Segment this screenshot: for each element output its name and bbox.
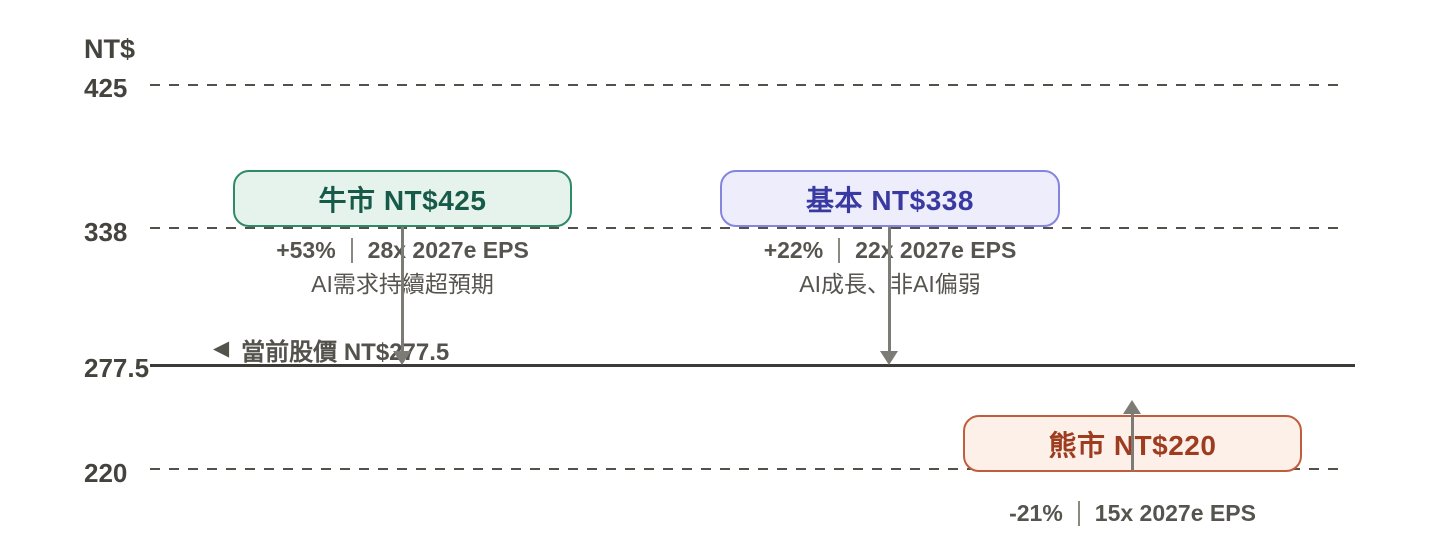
bear-arrow-shaft: [1131, 412, 1134, 471]
base-valuation: 22x 2027e EPS: [855, 236, 1017, 263]
bull-arrow-down-icon: [393, 351, 411, 365]
base-scenario-title: 基本 NT$338: [806, 184, 974, 216]
stat-divider: [838, 237, 841, 263]
y-tick-425: 425: [84, 73, 128, 103]
base-scenario-stats: +22% 22x 2027e EPS: [720, 236, 1060, 264]
dashed-level-line-338: [150, 227, 1347, 229]
stat-divider: [1077, 500, 1080, 526]
left-triangle-icon: ◀: [213, 337, 230, 360]
base-scenario-box: 基本 NT$338: [720, 170, 1060, 227]
bull-change-pct: +53%: [276, 236, 336, 263]
base-arrow-shaft: [888, 227, 891, 353]
stat-divider: [350, 237, 353, 263]
current-price-line: [150, 364, 1355, 367]
current-price-text: 當前股價 NT$277.5: [241, 338, 450, 366]
dashed-level-line-220: [150, 468, 1347, 470]
bull-scenario-stats: +53% 28x 2027e EPS: [233, 236, 572, 264]
bear-change-pct: -21%: [1009, 499, 1063, 526]
base-change-pct: +22%: [763, 236, 824, 263]
y-tick-277-5: 277.5: [84, 353, 150, 383]
bear-arrow-up-icon: [1123, 400, 1141, 414]
bear-valuation: 15x 2027e EPS: [1094, 499, 1256, 526]
dashed-level-line-425: [150, 84, 1347, 86]
bull-scenario-box: 牛市 NT$425: [233, 170, 572, 227]
bull-arrow-shaft: [401, 227, 404, 353]
base-arrow-down-icon: [880, 351, 898, 365]
y-axis-unit-label: NT$: [84, 34, 136, 64]
bear-scenario-stats: -21% 15x 2027e EPS: [963, 499, 1302, 527]
y-tick-338: 338: [84, 217, 128, 247]
current-price-label: ◀ 當前股價 NT$277.5: [213, 336, 449, 366]
bull-scenario-title: 牛市 NT$425: [318, 184, 487, 216]
y-tick-220: 220: [84, 458, 128, 488]
bull-valuation: 28x 2027e EPS: [367, 236, 529, 263]
